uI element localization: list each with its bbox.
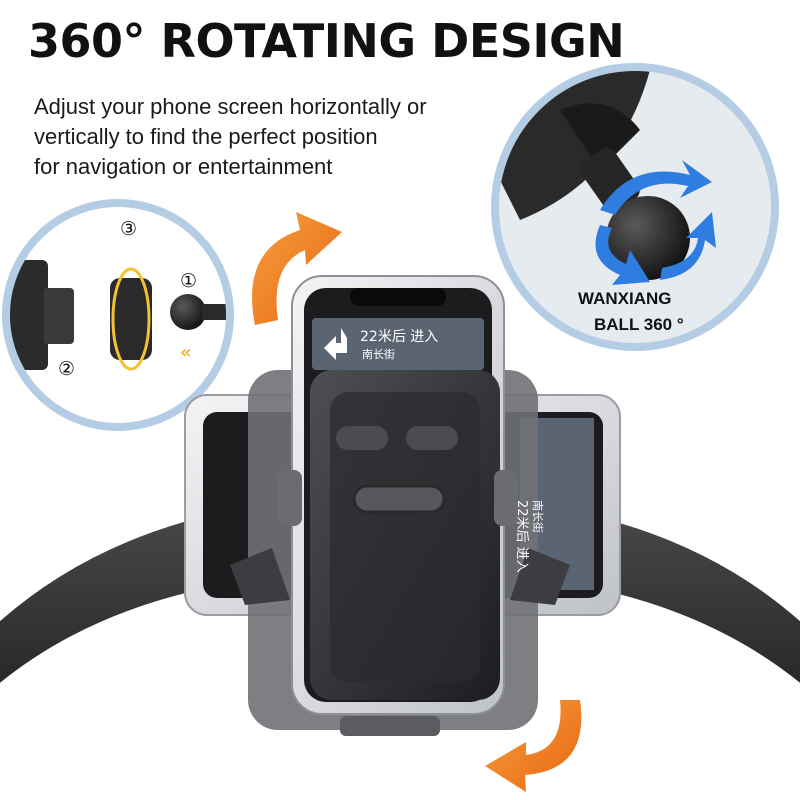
rotation-arrow-icon (600, 160, 712, 215)
svg-text:«: « (180, 342, 192, 363)
nav-street: 南长街 (362, 348, 395, 361)
rotate-arrow-down-icon (485, 700, 582, 792)
caption-line-1: WANXIANG (578, 289, 672, 308)
description-line-2: vertically to find the perfect position (34, 124, 378, 149)
caption-line-2: BALL 360 ° (594, 315, 684, 334)
rotation-arrow-icon (595, 225, 650, 285)
feature-description: Adjust your phone screen horizontally or… (34, 92, 474, 182)
step-two-label: ② (58, 358, 76, 380)
turn-left-arrow-icon (324, 328, 347, 360)
side-nav-street: 南长街 (531, 500, 544, 533)
rotate-arrow-up-icon (252, 212, 342, 325)
step-three-label: ③ (120, 218, 138, 240)
description-line-3: for navigation or entertainment (34, 154, 333, 179)
headline: 360° ROTATING DESIGN (28, 14, 625, 68)
description-line-1: Adjust your phone screen horizontally or (34, 94, 427, 119)
rotation-arrow-icon (660, 212, 716, 280)
step-one-label: ① (180, 270, 198, 292)
ball-joint-caption: WANXIANG BALL 360 ° (578, 286, 684, 338)
assembly-steps-zoom: « (2, 199, 234, 431)
nav-distance: 22米后 进入 (360, 329, 439, 345)
phone-holder-cradle (230, 370, 570, 736)
